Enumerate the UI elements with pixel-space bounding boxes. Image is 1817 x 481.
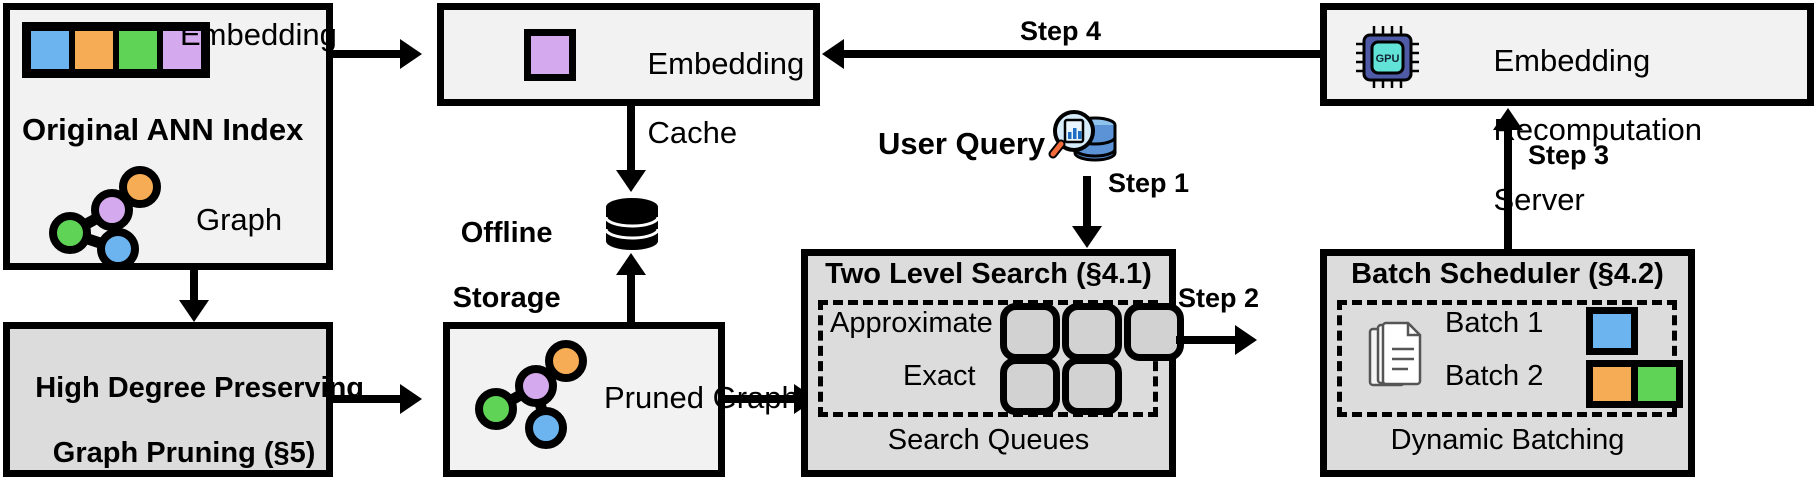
graph-pruning-line1: High Degree Preserving bbox=[35, 372, 365, 405]
arrow-index-to-pruning-line bbox=[190, 270, 198, 302]
embedding-cache-swatch bbox=[524, 29, 576, 81]
arrow-index-to-pruning-head bbox=[179, 300, 209, 322]
approximate-slot-1[interactable] bbox=[1000, 303, 1060, 361]
offline-storage-label: Offline Storage bbox=[398, 185, 583, 347]
batch2-label: Batch 2 bbox=[1445, 360, 1544, 392]
offline-storage-line1: Offline bbox=[460, 217, 553, 250]
arrow-step3-head bbox=[1493, 108, 1523, 130]
documents-stack-icon bbox=[1368, 321, 1428, 395]
arrow-step1-line bbox=[1083, 176, 1091, 228]
embedding-cell-green bbox=[116, 28, 160, 72]
exact-slot-2[interactable] bbox=[1062, 357, 1122, 415]
arrow-pruned-to-search-line bbox=[725, 395, 797, 403]
step3-label: Step 3 bbox=[1528, 140, 1610, 170]
approximate-label: Approximate bbox=[830, 307, 993, 339]
exact-queue-slots bbox=[1000, 357, 1122, 415]
recomputation-server-line2: Recomputation bbox=[1493, 112, 1702, 148]
arrow-pruned-to-storage-head bbox=[616, 253, 646, 275]
arrow-cache-to-storage-line bbox=[627, 106, 635, 172]
batch1-swatch-blue bbox=[1586, 307, 1638, 355]
original-graph-icon bbox=[34, 166, 164, 271]
arrow-pruning-to-pruned-line bbox=[333, 395, 403, 403]
step2-label: Step 2 bbox=[1178, 283, 1260, 313]
embedding-strip bbox=[22, 22, 210, 78]
dynamic-batching-dashed-region bbox=[1337, 300, 1677, 417]
arrow-pruning-to-pruned-head bbox=[400, 384, 422, 414]
arrow-step4-line bbox=[844, 50, 1320, 58]
graph-pruning-label: High Degree Preserving Graph Pruning (§5… bbox=[3, 340, 364, 481]
recomputation-server-line1: Embedding bbox=[1493, 42, 1651, 78]
search-database-icon bbox=[1047, 107, 1119, 179]
approximate-slot-2[interactable] bbox=[1062, 303, 1122, 361]
approximate-queue-slots bbox=[1000, 303, 1184, 361]
embedding-cache-line2: Cache bbox=[647, 115, 738, 151]
pruned-graph-icon bbox=[460, 338, 590, 449]
arrow-pruned-to-storage-line bbox=[627, 275, 635, 323]
arrow-index-to-cache-line bbox=[333, 50, 403, 58]
arrow-step2-head bbox=[1235, 325, 1257, 355]
embedding-cache-box bbox=[437, 3, 820, 106]
database-cylinder-icon bbox=[604, 198, 660, 250]
arrow-step4-head bbox=[822, 39, 844, 69]
embedding-cell-blue bbox=[28, 28, 72, 72]
exact-slot-1[interactable] bbox=[1000, 357, 1060, 415]
batch2-swatch-green bbox=[1631, 360, 1683, 408]
arrow-step3-line bbox=[1504, 130, 1512, 252]
graph-pruning-line2: Graph Pruning (§5) bbox=[52, 437, 316, 470]
exact-label: Exact bbox=[903, 360, 976, 392]
batch1-label: Batch 1 bbox=[1445, 307, 1544, 339]
embedding-cell-orange bbox=[72, 28, 116, 72]
graph-label: Graph bbox=[196, 202, 283, 237]
user-query-label: User Query bbox=[878, 126, 1046, 161]
original-ann-index-title: Original ANN Index bbox=[22, 112, 304, 147]
embedding-cache-line1: Embedding bbox=[647, 45, 805, 81]
offline-storage-line2: Storage bbox=[452, 282, 561, 315]
search-queues-footer: Search Queues bbox=[887, 424, 1090, 456]
recomputation-server-label: Embedding Recomputation Server bbox=[1459, 9, 1702, 252]
embedding-cell-purple bbox=[160, 28, 204, 72]
gpu-chip-text: GPU bbox=[1376, 53, 1400, 65]
dynamic-batching-footer: Dynamic Batching bbox=[1390, 424, 1625, 456]
arrow-cache-to-storage-head bbox=[616, 170, 646, 192]
arrow-index-to-cache-head bbox=[400, 39, 422, 69]
step1-label: Step 1 bbox=[1108, 168, 1190, 198]
approximate-slot-3[interactable] bbox=[1124, 303, 1184, 361]
graph-pruning-box bbox=[3, 322, 333, 477]
embedding-cache-label: Embedding Cache bbox=[613, 12, 804, 186]
batch-scheduler-title: Batch Scheduler (§4.2) bbox=[1351, 258, 1664, 290]
arrow-step1-head bbox=[1072, 226, 1102, 248]
arrow-step2-line bbox=[1176, 336, 1238, 344]
step4-label: Step 4 bbox=[1020, 16, 1102, 46]
recomputation-server-line3: Server bbox=[1493, 181, 1585, 217]
gpu-chip-icon: GPU bbox=[1352, 24, 1424, 90]
two-level-search-title: Two Level Search (§4.1) bbox=[825, 258, 1152, 290]
embedding-label: Embedding bbox=[180, 17, 337, 52]
